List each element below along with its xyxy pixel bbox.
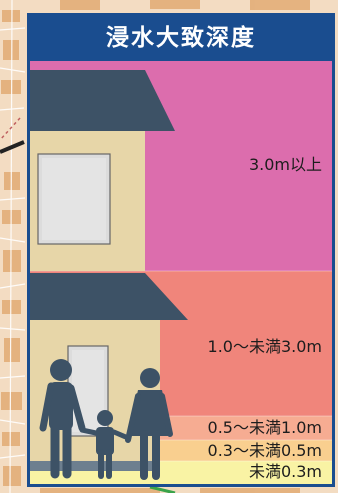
family-icon [39, 359, 173, 480]
band-label-1m-3m: 1.0～未満3.0m [207, 337, 322, 356]
legend-illustration [30, 61, 332, 484]
flood-depth-legend: 浸水大致深度 3.0m以上 1.0～未満3.0m 0.5～未満1.0m 0.3～… [27, 13, 335, 487]
house-icon [30, 70, 188, 471]
band-label-03m-05m: 0.3～未満0.5m [207, 441, 322, 460]
band-label-05m-1m: 0.5～未満1.0m [207, 418, 322, 437]
legend-title: 浸水大致深度 [30, 16, 332, 61]
band-label-3m-plus: 3.0m以上 [248, 155, 322, 174]
band-label-under-03m: 未満0.3m [248, 462, 322, 481]
